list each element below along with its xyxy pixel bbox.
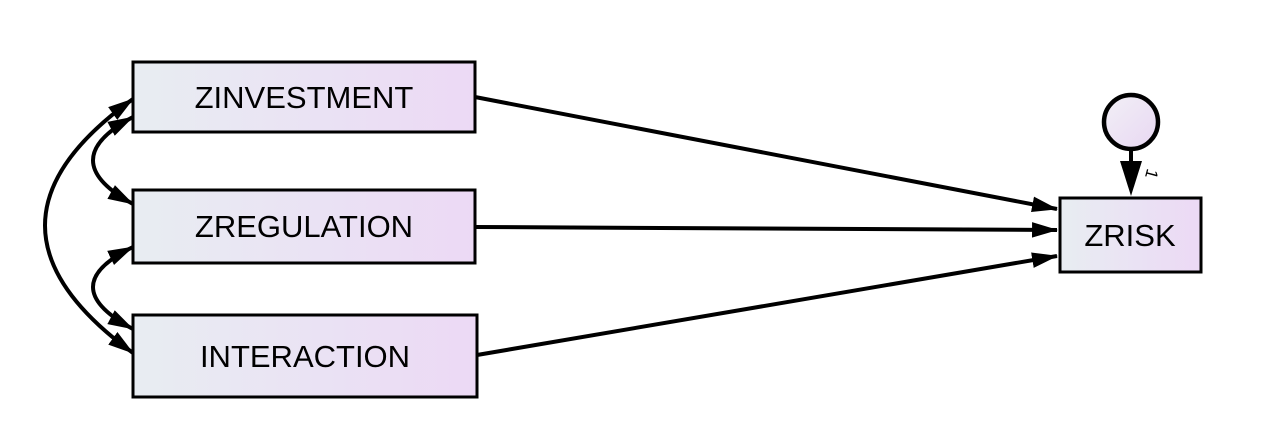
covariance-arc-zinvestment-zregulation[interactable] bbox=[91, 115, 134, 206]
error-circle[interactable] bbox=[1101, 92, 1161, 152]
zrisk-label: ZRISK bbox=[1084, 218, 1176, 253]
covariance-arc-zregulation-interaction[interactable] bbox=[91, 245, 134, 331]
path-arrow-zinvestment-zrisk[interactable] bbox=[474, 95, 1059, 212]
zregulation-box[interactable] bbox=[131, 188, 477, 265]
error-path-arrow[interactable]: 1 bbox=[1120, 149, 1162, 196]
path-arrow-interaction-zrisk[interactable] bbox=[476, 252, 1059, 357]
path-arrow-zregulation-zrisk[interactable] bbox=[474, 222, 1059, 238]
node-error-term[interactable] bbox=[1101, 92, 1161, 152]
error-path-weight-label: 1 bbox=[1141, 167, 1162, 181]
interaction-box[interactable] bbox=[131, 313, 479, 399]
interaction-label: INTERACTION bbox=[200, 339, 410, 374]
node-interaction[interactable]: INTERACTION bbox=[131, 313, 479, 399]
zinvestment-box[interactable] bbox=[131, 60, 477, 134]
node-zrisk[interactable]: ZRISK bbox=[1058, 196, 1203, 274]
covariance-arc-zinvestment-interaction[interactable] bbox=[43, 97, 135, 355]
error-arrow-head-icon bbox=[1120, 161, 1142, 196]
zinvestment-label: ZINVESTMENT bbox=[195, 80, 414, 115]
node-zinvestment[interactable]: ZINVESTMENT bbox=[131, 60, 477, 134]
node-zregulation[interactable]: ZREGULATION bbox=[131, 188, 477, 265]
zrisk-box[interactable] bbox=[1058, 196, 1203, 274]
zregulation-label: ZREGULATION bbox=[195, 209, 413, 244]
